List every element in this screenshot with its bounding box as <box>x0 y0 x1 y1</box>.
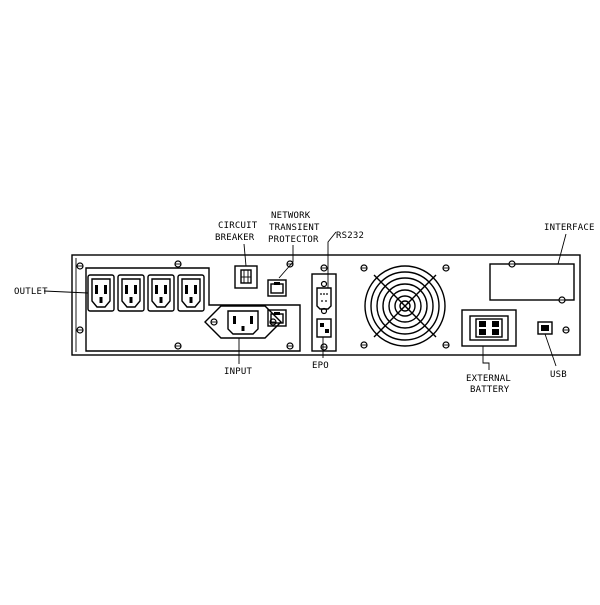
panel-screws <box>76 260 294 350</box>
label-rs232: RS232 <box>336 231 364 241</box>
label-outlet: OUTLET <box>14 287 48 297</box>
network-transient-protector <box>267 279 287 327</box>
interface-slot <box>489 260 575 304</box>
label-circuit-breaker-line1: CIRCUIT <box>218 221 258 231</box>
leader-lines <box>43 231 567 370</box>
label-network-line3: PROTECTOR <box>268 235 319 245</box>
usb-port <box>537 321 570 335</box>
communication-panel <box>311 264 337 352</box>
epo-port <box>316 318 332 338</box>
label-external-battery-line1: EXTERNAL <box>466 374 511 384</box>
label-epo: EPO <box>312 361 329 371</box>
rs232-port <box>316 280 332 315</box>
outlet-group <box>87 274 205 312</box>
circuit-breaker <box>234 265 258 289</box>
outlet-4 <box>177 274 205 312</box>
cooling-fan <box>360 264 450 349</box>
label-interface: INTERFACE <box>544 223 595 233</box>
chassis <box>71 254 581 356</box>
label-usb: USB <box>550 370 567 380</box>
label-circuit-breaker-line2: BREAKER <box>215 233 255 243</box>
label-external-battery-line2: BATTERY <box>470 385 510 395</box>
outlet-1 <box>87 274 115 312</box>
label-input: INPUT <box>224 367 252 377</box>
input-inlet <box>204 305 282 339</box>
outlet-3 <box>147 274 175 312</box>
external-battery-connector <box>461 309 517 347</box>
labels: OUTLET CIRCUIT BREAKER NETWORK TRANSIENT… <box>14 211 595 395</box>
outlet-2 <box>117 274 145 312</box>
label-network-line2: TRANSIENT <box>269 223 320 233</box>
label-network-line1: NETWORK <box>271 211 311 221</box>
outlet-panel <box>76 260 301 352</box>
